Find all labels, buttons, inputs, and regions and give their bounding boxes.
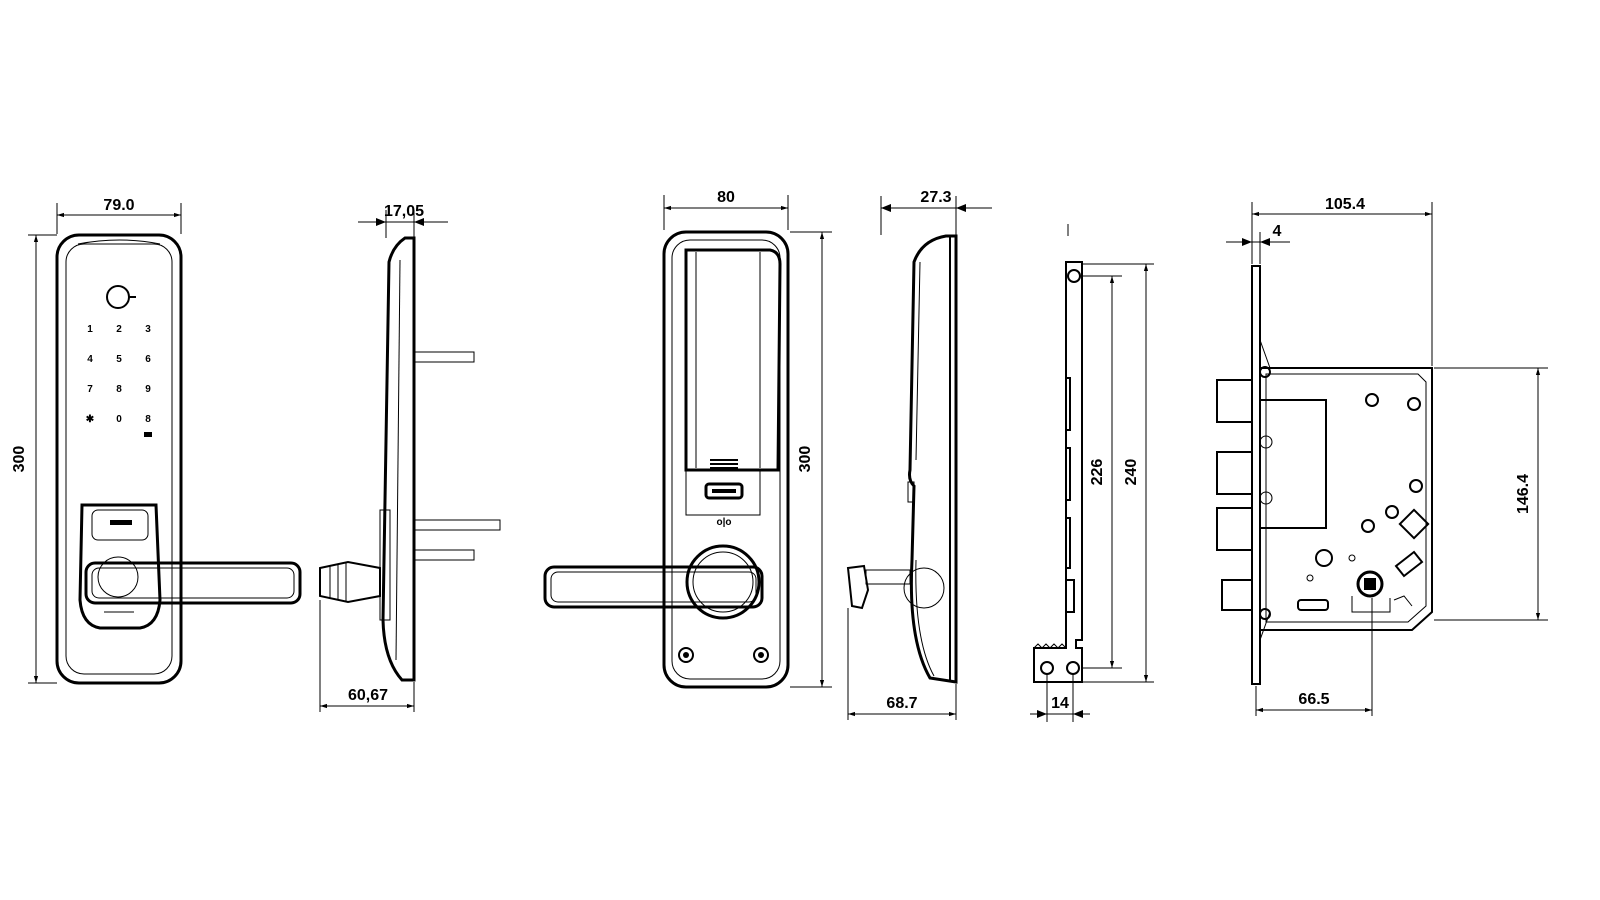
front-side-view: 17,05 60,67 bbox=[319, 203, 501, 712]
screw-right bbox=[753, 647, 769, 663]
key-star[interactable]: ✱ bbox=[86, 414, 95, 425]
mortise-case bbox=[1259, 367, 1433, 631]
mortise-faceplate bbox=[1251, 265, 1261, 685]
back-side-handle bbox=[846, 564, 870, 610]
dim-front-height: 300 bbox=[11, 446, 28, 473]
deadbolt-middle bbox=[1216, 451, 1253, 495]
dim-mortise-backset: 66.5 bbox=[1298, 691, 1329, 708]
dim-faceplate-outer-height: 240 bbox=[1123, 459, 1140, 486]
key-6[interactable]: 6 bbox=[145, 354, 151, 365]
dim-back-side-depth: 27.3 bbox=[920, 189, 951, 206]
keypad: 1 2 3 4 5 6 7 8 9 ✱ 0 8 bbox=[86, 324, 152, 437]
dim-mortise-case-height: 146.4 bbox=[1515, 474, 1532, 514]
key-3[interactable]: 3 bbox=[145, 324, 151, 335]
dim-back-side-handle-depth: 68.7 bbox=[886, 695, 917, 712]
faceplate-view: 226 240 14 bbox=[1030, 224, 1154, 722]
dim-mortise-total-depth: 105.4 bbox=[1325, 196, 1365, 213]
key-1[interactable]: 1 bbox=[87, 324, 93, 335]
back-handle[interactable] bbox=[543, 565, 764, 609]
lock-symbol: o|o bbox=[716, 517, 731, 528]
key-4[interactable]: 4 bbox=[87, 354, 93, 365]
dim-mortise-faceplate-thickness: 4 bbox=[1273, 223, 1282, 240]
key-5[interactable]: 5 bbox=[116, 354, 122, 365]
key-8[interactable]: 8 bbox=[116, 384, 122, 395]
key-2[interactable]: 2 bbox=[116, 324, 122, 335]
mortise-view: 105.4 4 146.4 66.5 bbox=[1216, 196, 1548, 716]
dim-front-width: 79.0 bbox=[103, 197, 134, 214]
reader-icon bbox=[106, 285, 130, 309]
front-dimensions: 79.0 300 bbox=[11, 197, 182, 684]
back-side-profile bbox=[908, 234, 958, 684]
dim-front-side-handle-depth: 60,67 bbox=[348, 687, 388, 704]
thumbturn-slot[interactable] bbox=[704, 482, 744, 500]
key-0[interactable]: 0 bbox=[116, 414, 122, 425]
front-side-handle bbox=[319, 560, 381, 604]
battery-cover bbox=[684, 248, 782, 472]
screw-left bbox=[678, 647, 694, 663]
front-panel-inner bbox=[65, 243, 173, 675]
fingerprint-sensor bbox=[78, 503, 162, 630]
dim-back-height: 300 bbox=[797, 446, 814, 473]
front-view: 1 2 3 4 5 6 7 8 9 ✱ 0 8 bbox=[55, 233, 302, 685]
dim-front-side-depth: 17,05 bbox=[384, 203, 424, 220]
back-view: o|o bbox=[543, 230, 790, 689]
dim-back-width: 80 bbox=[717, 189, 735, 206]
latch-bolt bbox=[1221, 579, 1253, 611]
deadbolt-bottom bbox=[1216, 507, 1253, 551]
back-panel-outline bbox=[662, 230, 790, 689]
back-side-view: 27.3 68.7 bbox=[846, 189, 992, 720]
dim-faceplate-inner-height: 226 bbox=[1089, 459, 1106, 486]
faceplate-outline bbox=[1033, 261, 1083, 683]
front-handle[interactable] bbox=[84, 561, 302, 605]
back-dimensions: 80 300 bbox=[663, 189, 832, 688]
front-panel-outline bbox=[55, 233, 183, 685]
dim-faceplate-width: 14 bbox=[1051, 695, 1069, 712]
deadbolt-top bbox=[1216, 379, 1253, 423]
key-hash[interactable]: 8 bbox=[145, 414, 151, 425]
key-9[interactable]: 9 bbox=[145, 384, 151, 395]
spindle-hub bbox=[1356, 570, 1384, 598]
key-7[interactable]: 7 bbox=[87, 384, 93, 395]
low-battery-icon bbox=[144, 432, 152, 437]
front-side-profile bbox=[381, 236, 416, 682]
